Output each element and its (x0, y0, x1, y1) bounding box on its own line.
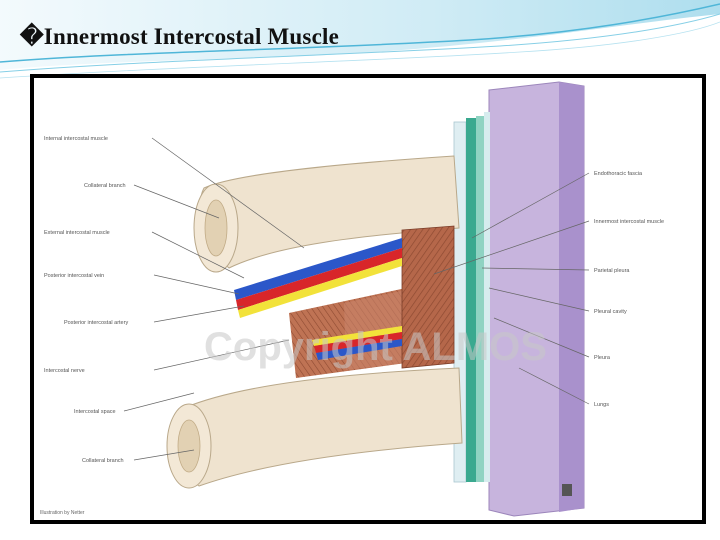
label-endothoracic-fascia: Endothoracic fascia (594, 171, 643, 177)
anatomy-figure: Copyright ALMOS Internal intercostal mus… (30, 74, 706, 524)
label-pleural-cavity: Pleural cavity (594, 309, 627, 315)
label-collateral-branch-upper: Collateral branch (84, 183, 126, 189)
label-intercostal-nerve: Intercostal nerve (44, 368, 85, 374)
label-innermost-intercostal-muscle: Innermost intercostal muscle (594, 219, 664, 225)
artery-band (236, 248, 402, 310)
label-pleura: Pleura (594, 355, 611, 361)
intercostal-diagram: Copyright ALMOS Internal intercostal mus… (40, 81, 664, 517)
header-swoosh-decoration (0, 0, 720, 79)
label-posterior-intercostal-artery: Posterior intercostal artery (64, 320, 128, 326)
label-internal-intercostal-muscle: Internal intercostal muscle (44, 136, 108, 142)
title-glyph: � (20, 24, 44, 49)
nerve-band (238, 258, 402, 318)
vein-band (234, 238, 402, 300)
label-external-intercostal-muscle: External intercostal muscle (44, 230, 110, 236)
labels-right: Endothoracic fascia Innermost intercosta… (594, 171, 664, 408)
figure-credit: Illustration by Netter (40, 510, 85, 516)
slide-title: �Innermost Intercostal Muscle (20, 24, 339, 50)
label-lungs: Lungs (594, 402, 609, 408)
watermark: Copyright ALMOS (204, 325, 547, 369)
label-parietal-pleura: Parietal pleura (594, 268, 630, 274)
corner-mark (562, 484, 572, 496)
neurovascular-bundle (234, 238, 402, 360)
leader-lines (123, 137, 590, 461)
labels-left: Internal intercostal muscle Collateral b… (44, 136, 128, 464)
title-text: Innermost Intercostal Muscle (43, 24, 339, 49)
label-posterior-intercostal-vein: Posterior intercostal vein (44, 273, 104, 279)
upper-rib (193, 155, 460, 273)
innermost-intercostal-muscle (401, 225, 455, 369)
lower-rib (166, 367, 463, 489)
label-collateral-branch-lower: Collateral branch (82, 458, 124, 464)
label-intercostal-space: Intercostal space (74, 409, 116, 415)
